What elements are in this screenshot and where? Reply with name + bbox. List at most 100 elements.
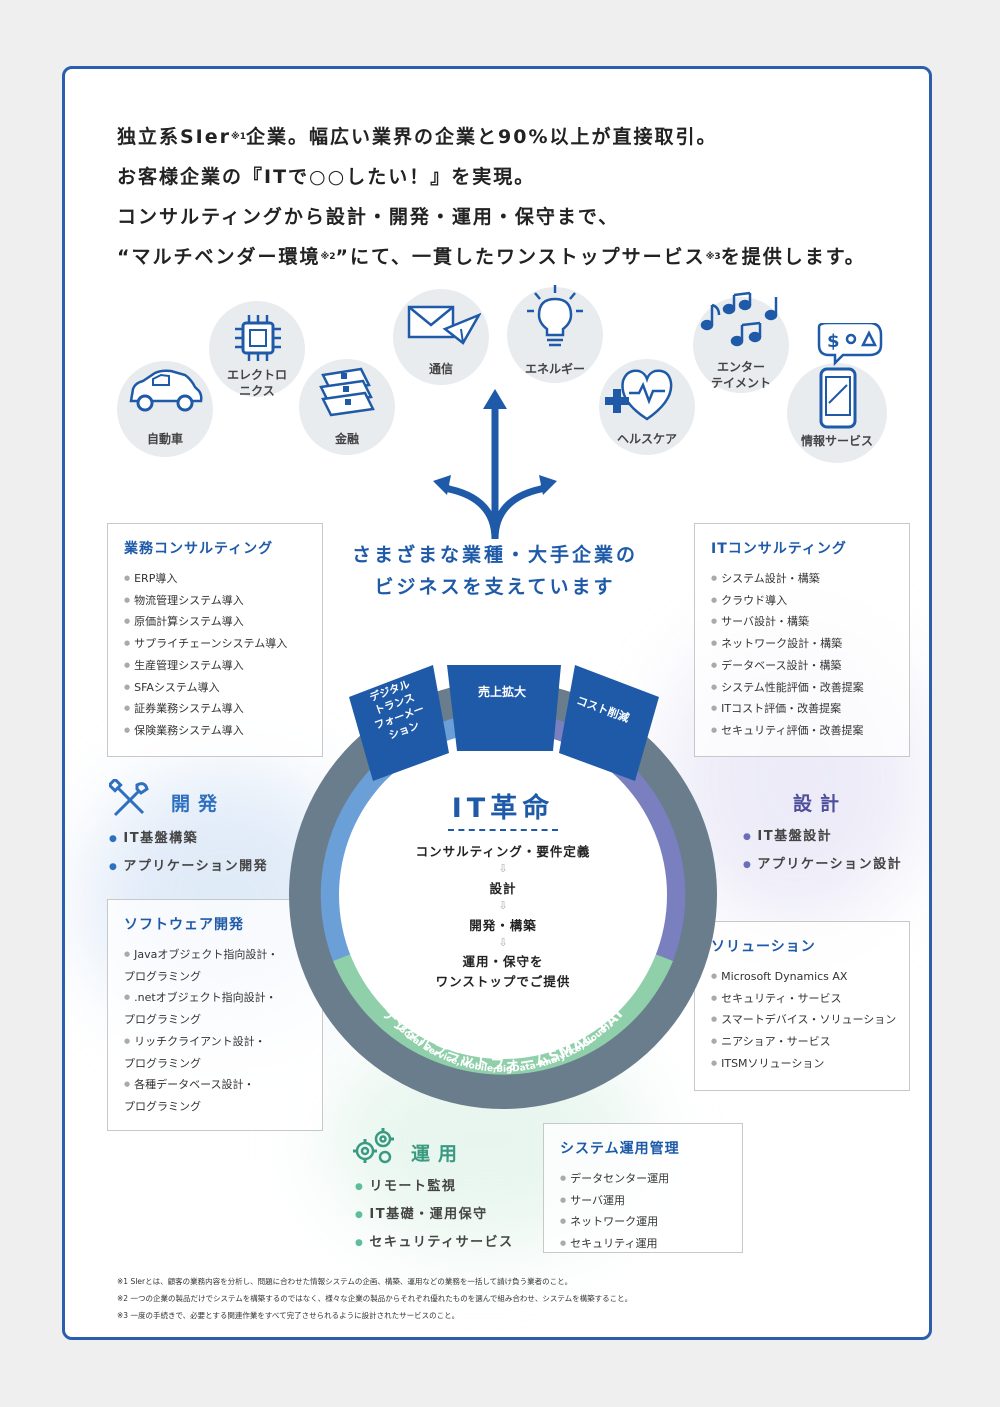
money-icon xyxy=(319,367,375,417)
list-item: SFAシステム導入 xyxy=(124,677,306,699)
list-item: 原価計算システム導入 xyxy=(124,611,306,633)
chip-icon xyxy=(235,315,281,361)
list-item: セキュリティ運用 xyxy=(560,1233,726,1255)
box-system-ops: システム運用管理 データセンター運用 サーバ運用 ネットワーク運用 セキュリティ… xyxy=(543,1123,743,1253)
lightbulb-icon xyxy=(527,285,583,347)
box-title: ソフトウェア開発 xyxy=(124,917,244,933)
footnote: ※2 一つの企業の製品だけでシステムを構築するのではなく、様々な企業の製品からそ… xyxy=(117,1294,633,1303)
list-item: サプライチェーンシステム導入 xyxy=(124,633,306,655)
list-item: Microsoft Dynamics AX xyxy=(711,966,893,988)
poster-frame: 独立系SIer※1企業。幅広い業界の企業と90%以上が直接取引。 お客様企業の『… xyxy=(62,66,932,1340)
industry-label: 自動車 xyxy=(146,432,183,446)
flow-step: 設計 xyxy=(489,881,517,896)
smartphone-icon: $ xyxy=(817,323,883,429)
box-business-consulting: 業務コンサルティング ERP導入 物流管理システム導入 原価計算システム導入 サ… xyxy=(107,523,323,757)
footnote: ※3 一度の手続きで、必要とする関連作業をすべて完了させられるように設計されたサ… xyxy=(117,1311,460,1320)
list-item: プログラミング xyxy=(124,1013,201,1027)
industry-label: 通信 xyxy=(428,362,453,376)
list-item: ネットワーク設計・構築 xyxy=(711,633,893,655)
section-item: ●セキュリティサービス xyxy=(355,1235,514,1250)
list-item: サーバ運用 xyxy=(560,1190,726,1212)
list-item: プログラミング xyxy=(124,1099,201,1113)
flow-step: 開発・構築 xyxy=(469,918,537,933)
tools-icon xyxy=(109,779,149,817)
list-item: システム設計・構築 xyxy=(711,568,893,590)
list-item: データセンター運用 xyxy=(560,1168,726,1190)
flow-step: 運用・保守を ワンストップでご提供 xyxy=(435,954,571,989)
headline: 独立系SIer※1企業。幅広い業界の企業と90%以上が直接取引。 お客様企業の『… xyxy=(117,117,917,277)
headline-line-1: 独立系SIer※1企業。幅広い業界の企業と90%以上が直接取引。 xyxy=(117,126,718,148)
tab-sales-expansion xyxy=(447,665,561,751)
list-item: ITSMソリューション xyxy=(711,1053,893,1075)
headline-line-4: “マルチベンダー環境※2”にて、一貫したワンストップサービス※3を提供します。 xyxy=(117,246,866,268)
section-title: 設計 xyxy=(793,793,848,815)
list-item: .netオブジェクト指向設計・ xyxy=(124,987,306,1009)
support-line-2: ビジネスを支えています xyxy=(374,576,616,598)
down-arrow-icon: ⇩ xyxy=(498,936,508,949)
center-title-underline xyxy=(448,829,558,831)
industry-label: エネルギー xyxy=(524,362,585,376)
box-it-consulting: ITコンサルティング システム設計・構築 クラウド導入 サーバ設計・構築 ネット… xyxy=(694,523,910,757)
list-item: Javaオブジェクト指向設計・ xyxy=(124,944,306,966)
tab-cost-reduction xyxy=(559,665,659,781)
box-title: ソリューション xyxy=(711,939,816,955)
list-item: セキュリティ・サービス xyxy=(711,988,893,1010)
list-item: 保険業務システム導入 xyxy=(124,720,306,742)
list-item: サーバ設計・構築 xyxy=(711,611,893,633)
section-item: ●IT基礎・運用保守 xyxy=(355,1207,488,1222)
center-title: IT革命 xyxy=(451,793,555,824)
footnote: ※1 SIerとは、顧客の業務内容を分析し、問題に合わせた情報システムの企画、構… xyxy=(117,1277,573,1286)
footnotes: ※1 SIerとは、顧客の業務内容を分析し、問題に合わせた情報システムの企画、構… xyxy=(117,1273,632,1324)
section-item: ●アプリケーション設計 xyxy=(743,857,903,872)
industry-label: 金融 xyxy=(334,432,359,446)
headline-line-2: お客様企業の『ITで○○したい！』を実現。 xyxy=(117,166,536,188)
support-line-1: さまざまな業種・大手企業の xyxy=(351,544,638,566)
box-software-dev: ソフトウェア開発 Javaオブジェクト指向設計・ プログラミング .netオブジ… xyxy=(107,899,323,1131)
list-item: リッチクライアント設計・ xyxy=(124,1031,306,1053)
center-disc xyxy=(339,731,667,1059)
flow-step: コンサルティング・要件定義 xyxy=(415,844,591,859)
list-item: ネットワーク運用 xyxy=(560,1211,726,1233)
down-arrow-icon: ⇩ xyxy=(498,899,508,912)
list-item: ERP導入 xyxy=(124,568,306,590)
list-item: 証券業務システム導入 xyxy=(124,698,306,720)
music-icon xyxy=(700,291,778,347)
list-item: プログラミング xyxy=(124,1056,201,1070)
gears-icon xyxy=(353,1128,394,1164)
box-solution: ソリューション Microsoft Dynamics AX セキュリティ・サービ… xyxy=(694,921,910,1091)
box-title: ITコンサルティング xyxy=(711,541,847,557)
industry-label: ヘルスケア xyxy=(616,432,677,446)
section-title: 開発 xyxy=(171,793,226,815)
headline-line-3: コンサルティングから設計・開発・運用・保守まで、 xyxy=(117,206,620,228)
heart-icon xyxy=(605,369,673,421)
tab-digital-transformation xyxy=(349,665,449,781)
mail-icon xyxy=(407,305,481,345)
list-item: セキュリティ評価・改善提案 xyxy=(711,720,893,742)
section-item: ●IT基盤設計 xyxy=(743,829,833,844)
industry-label: エレクトロ ニクス xyxy=(226,368,287,398)
list-item: データベース設計・構築 xyxy=(711,655,893,677)
support-message: さまざまな業種・大手企業の ビジネスを支えています xyxy=(315,539,675,603)
list-item: 生産管理システム導入 xyxy=(124,655,306,677)
section-title: 運用 xyxy=(411,1143,466,1165)
list-item: ニアショア・サービス xyxy=(711,1031,893,1053)
list-item: ITコスト評価・改善提案 xyxy=(711,698,893,720)
box-title: システム運用管理 xyxy=(560,1141,680,1157)
list-item: 各種データベース設計・ xyxy=(124,1074,306,1096)
industry-label: エンター テイメント xyxy=(710,360,771,390)
list-item: スマートデバイス・ソリューション xyxy=(711,1009,896,1031)
svg-text:$: $ xyxy=(827,331,840,352)
list-item: 物流管理システム導入 xyxy=(124,590,306,612)
center-flow: IT革命 コンサルティング・要件定義 ⇩ 設計 ⇩ 開発・構築 ⇩ 運用・保守を… xyxy=(383,791,623,992)
industry-label: 情報サービス xyxy=(800,434,873,448)
tab-label-sales-expansion: 売上拡大 xyxy=(477,685,526,699)
list-item: クラウド導入 xyxy=(711,590,893,612)
section-item: ●リモート監視 xyxy=(355,1179,457,1194)
ring-diagram: デジタルプラットフォームSMAC +AI (Socal Service,Mobi… xyxy=(289,665,717,1109)
section-item: ●IT基盤構築 xyxy=(109,831,199,846)
box-title: 業務コンサルティング xyxy=(124,541,274,557)
list-item: プログラミング xyxy=(124,969,201,983)
section-item: ●アプリケーション開発 xyxy=(109,859,269,874)
car-icon xyxy=(129,369,203,412)
tab-group xyxy=(349,665,659,781)
